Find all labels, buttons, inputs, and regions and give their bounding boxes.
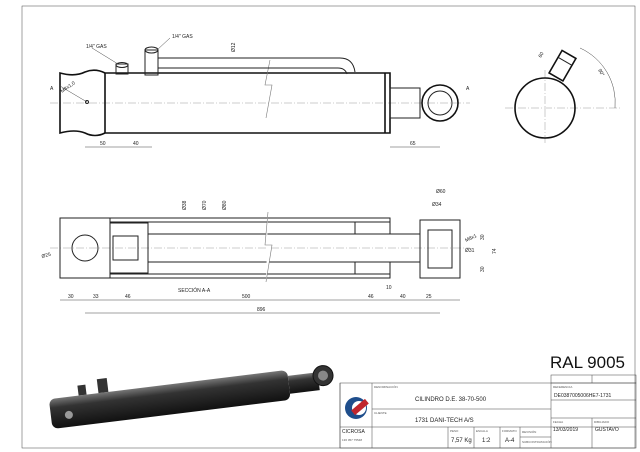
client-label: CLIENTE	[374, 411, 387, 415]
eye-height: 74	[492, 248, 498, 254]
reference-label: REFERENCIA	[553, 385, 572, 389]
side-port	[547, 49, 578, 83]
drawn-label: DIBUJADO	[594, 420, 610, 424]
dim-40: 40	[133, 141, 139, 147]
format-label: FORMATO	[502, 429, 517, 433]
revision-label: REVISIÓN	[522, 429, 536, 434]
dim-10: 10	[386, 285, 392, 291]
dim: 33	[93, 294, 99, 300]
section-view: Ø25 Ø38 Ø70 Ø80 Ø60 Ø34 M8x1 Ø31 30 30 7…	[41, 189, 498, 314]
dim-50: 50	[100, 141, 106, 147]
dim-65: 65	[410, 141, 416, 147]
eye-outer: Ø60	[436, 189, 446, 195]
top-view: M8x1,0 1/4" GAS 1/4" GAS Ø12 A A 50 40 6…	[50, 34, 470, 148]
company-sub: 136 057 75548	[342, 438, 362, 442]
dim: 46	[125, 294, 131, 300]
format: A-4	[505, 438, 515, 444]
port-2	[144, 49, 159, 76]
date: 13/03/2019	[553, 427, 578, 433]
rod-eye-section	[419, 219, 461, 279]
section-mark-right: A	[466, 86, 470, 92]
pipe	[158, 57, 356, 75]
date-label: FECHA	[553, 420, 563, 424]
cylinder-render	[49, 365, 334, 429]
rod	[389, 87, 421, 119]
dim: 46	[368, 294, 374, 300]
port-dim: 60	[538, 51, 546, 59]
eye-half-2: 30	[480, 266, 486, 272]
weight: 7,57 Kg	[451, 438, 472, 444]
eye-half-1: 30	[480, 234, 486, 240]
tube-diameter: Ø80	[222, 200, 228, 210]
eye-inner: Ø34	[432, 202, 442, 208]
weight-label: PESO	[450, 429, 459, 433]
client: 1731 DANI-TECH A/S	[415, 418, 474, 424]
section-title: SECCIÓN A-A	[178, 287, 211, 294]
dim: 30	[68, 294, 74, 300]
pin-bore-label: Ø25	[41, 252, 52, 260]
sub-revision-label: SUBCONTRATACIÓN	[522, 439, 552, 444]
rod-eye	[421, 84, 459, 122]
dim: 40	[400, 294, 406, 300]
overall-length: 896	[257, 307, 266, 313]
rod-diameter: Ø38	[182, 200, 188, 210]
company-name: CICROSA	[342, 429, 365, 435]
gland	[354, 221, 391, 235]
color-code: RAL 9005	[550, 353, 625, 372]
cylinder-tube	[59, 69, 391, 137]
bore-diameter: Ø70	[202, 200, 208, 210]
eye-bore: Ø31	[465, 248, 475, 254]
scale: 1:2	[482, 438, 491, 444]
drawn-by: GUSTAVO	[595, 427, 619, 433]
tube-end-circle	[514, 77, 576, 139]
designation: CILINDRO D.E. 38-70-500	[415, 397, 487, 403]
dim: 25	[426, 294, 432, 300]
angle-label: 90°	[596, 68, 605, 78]
title-block: CICROSA 136 057 75548 DENOMINACIÓN CILIN…	[339, 374, 637, 449]
scale-label: ESCALA	[476, 429, 488, 433]
drawing-frame	[21, 5, 636, 449]
pin-bore	[71, 234, 99, 262]
dim: 500	[242, 294, 251, 300]
pipe-diameter: Ø12	[231, 42, 237, 52]
port-2-label: 1/4" GAS	[172, 34, 193, 40]
port-1	[115, 63, 129, 75]
side-view: 90° 60	[505, 47, 620, 145]
designation-label: DENOMINACIÓN	[374, 384, 398, 389]
section-mark-left: A	[50, 86, 54, 92]
company-logo	[345, 397, 369, 419]
grease-thread: M8x1	[464, 233, 478, 244]
port-1-label: 1/4" GAS	[86, 44, 107, 50]
reference: DE0387005006HE7-1731	[554, 393, 611, 399]
thread-label: M8x1,0	[60, 80, 77, 94]
